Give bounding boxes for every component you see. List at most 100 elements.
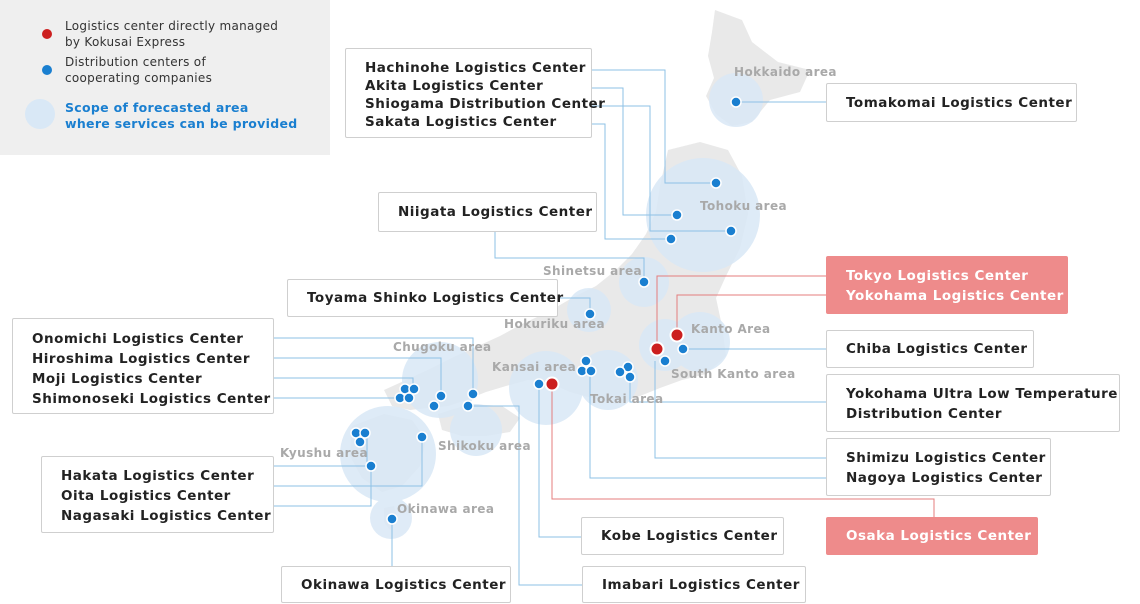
dot-niigata [638,276,650,288]
line-nagasaki [274,466,372,507]
label-shimizu: Shimizu Logistics Center [846,450,1046,466]
box-tomakomai[interactable]: Tomakomai Logistics Center [826,83,1077,122]
line-yokohama [676,294,826,335]
box-osaka[interactable]: Osaka Logistics Center [826,517,1038,555]
box-tokyo-yokohama[interactable]: Tokyo Logistics Center Yokohama Logistic… [826,256,1068,314]
label-oita: Oita Logistics Center [61,488,231,504]
legend-scope-label: Scope of forecasted area where services … [65,100,298,131]
scope-chugoku [402,342,478,418]
area-label-kanto: Kanto Area [691,322,771,336]
dot-onomichi [467,388,479,400]
line-hiroshima [274,357,442,396]
legend: Logistics center directly managed by Kok… [0,0,330,155]
dot-nagasaki [365,460,377,472]
dot-imabari [462,400,474,412]
dot-shimonoseki-2 [403,392,415,404]
line-kobe [538,384,581,538]
dot-sakata [665,233,677,245]
area-label-tohoku: Tohoku area [700,199,787,213]
direct-dots [544,327,685,392]
label-sakata: Sakata Logistics Center [365,114,557,130]
cooperating-dots [350,96,742,525]
dot-nagoya-3 [585,365,597,377]
box-niigata[interactable]: Niigata Logistics Center [378,192,597,232]
scope-circle-icon [25,99,55,129]
area-label-okinawa: Okinawa area [397,502,495,516]
dot-tokyo [649,341,665,357]
dot-tokai-2 [614,366,626,378]
box-imabari[interactable]: Imabari Logistics Center [582,566,806,603]
dot-kobe [533,378,545,390]
red-dot-icon [42,29,52,39]
box-shimizu-nagoya[interactable]: Shimizu Logistics Center Nagoya Logistic… [826,438,1051,496]
line-yokohama-ult [629,377,826,403]
line-imabari [468,405,582,586]
area-label-hokkaido: Hokkaido area [734,65,837,79]
line-niigata [494,232,645,282]
dot-shiogama [725,225,737,237]
dot-hakata-2 [359,427,371,439]
connector-lines-blue [274,69,826,586]
label-kobe: Kobe Logistics Center [601,528,778,544]
dot-chiba [677,343,689,355]
label-toyama: Toyama Shinko Logistics Center [307,290,564,306]
label-akita: Akita Logistics Center [365,78,544,94]
label-shiogama: Shiogama Distribution Center [365,96,606,112]
line-shiogama [592,105,731,232]
box-north-tohoku[interactable]: Hachinohe Logistics Center Akita Logisti… [345,48,606,138]
label-chiba: Chiba Logistics Center [846,341,1028,357]
area-label-hokuriku: Hokuriku area [504,317,605,331]
dot-hiroshima-2 [428,400,440,412]
area-label-south-kanto: South Kanto area [671,367,796,381]
label-osaka: Osaka Logistics Center [846,528,1032,544]
label-tomakomai: Tomakomai Logistics Center [846,95,1073,111]
label-yokohama: Yokohama Logistics Center [846,288,1064,304]
legend-cooperating-label: Distribution centers of cooperating comp… [65,55,213,85]
label-hachinohe: Hachinohe Logistics Center [365,60,586,76]
line-shimizu [654,361,826,459]
dot-south-kanto [659,355,671,367]
area-label-shinetsu: Shinetsu area [543,264,643,278]
dot-nagoya-1 [580,355,592,367]
dot-okinawa [386,513,398,525]
dot-yokohama-ult [624,371,636,383]
box-okinawa[interactable]: Okinawa Logistics Center [281,566,511,603]
box-kyushu-centers[interactable]: Hakata Logistics Center Oita Logistics C… [41,456,274,533]
legend-direct-label: Logistics center directly managed by Kok… [65,19,279,49]
label-nagoya: Nagoya Logistics Center [846,470,1043,486]
box-chugoku-centers[interactable]: Onomichi Logistics Center Hiroshima Logi… [12,318,274,414]
box-toyama[interactable]: Toyama Shinko Logistics Center [287,279,564,317]
dot-hiroshima [435,390,447,402]
scope-shikoku [450,404,502,456]
label-niigata: Niigata Logistics Center [398,204,593,220]
box-kobe[interactable]: Kobe Logistics Center [581,517,784,555]
label-nagasaki: Nagasaki Logistics Center [61,508,272,524]
line-oita [274,437,423,487]
label-hakata: Hakata Logistics Center [61,468,255,484]
label-moji: Moji Logistics Center [32,371,203,387]
dot-tomakomai [730,96,742,108]
dot-hachinohe [710,177,722,189]
area-label-shikoku: Shikoku area [438,439,531,453]
dot-hakata-3 [354,436,366,448]
blue-dot-icon [42,65,52,75]
label-imabari: Imabari Logistics Center [602,577,800,593]
label-onomichi: Onomichi Logistics Center [32,331,244,347]
label-shimonoseki: Shimonoseki Logistics Center [32,391,271,407]
dot-moji-2 [408,383,420,395]
connector-lines-red [551,275,935,517]
label-yokohama-ult-1: Yokohama Ultra Low Temperature [846,386,1118,402]
dot-yokohama [669,327,685,343]
dot-osaka [544,376,560,392]
label-okinawa: Okinawa Logistics Center [301,577,507,593]
dot-akita [671,209,683,221]
label-yokohama-ult-2: Distribution Center [846,406,1002,422]
line-hachinohe [592,69,716,184]
box-yokohama-ult[interactable]: Yokohama Ultra Low Temperature Distribut… [826,374,1120,432]
line-nagoya [589,371,826,479]
label-tokyo: Tokyo Logistics Center [846,268,1029,284]
scope-circles [340,73,763,539]
area-label-chugoku: Chugoku area [393,340,492,354]
box-chiba[interactable]: Chiba Logistics Center [826,330,1034,368]
